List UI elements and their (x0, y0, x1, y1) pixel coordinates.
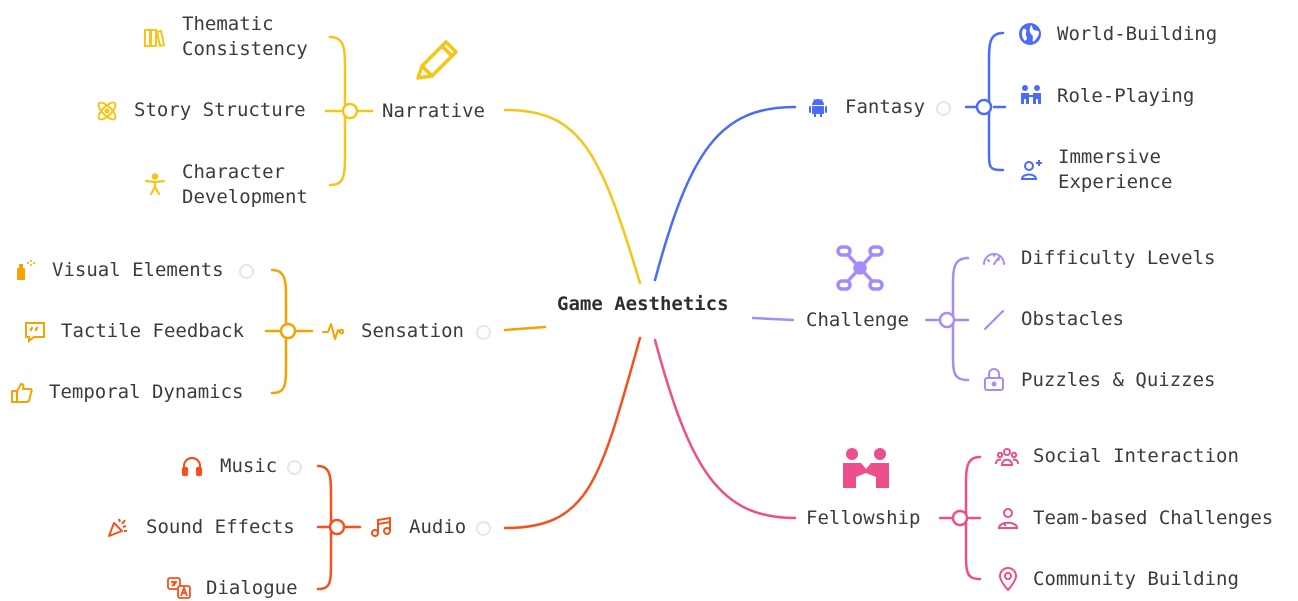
challenge-node[interactable]: Challenge (806, 309, 909, 331)
thumbs-up-icon (10, 381, 34, 405)
audio-branch-line (503, 336, 642, 530)
quote-bubble-icon (23, 320, 47, 344)
sensation-node[interactable]: Sensation (361, 320, 464, 342)
party-popper-icon (107, 516, 129, 538)
obstacles-node[interactable]: Obstacles (1021, 308, 1124, 330)
headphones-icon (181, 455, 203, 477)
thematic-consistency-node[interactable]: Thematic Consistency (182, 13, 308, 60)
nodes-icon (835, 244, 885, 292)
collapse-toggle[interactable] (476, 325, 491, 340)
visual-elements-node[interactable]: Visual Elements (52, 259, 224, 281)
root-topic[interactable]: Game Aesthetics (557, 293, 729, 315)
dialogue-node[interactable]: Dialogue (206, 577, 298, 599)
lock-icon (983, 368, 1005, 392)
handshake-icon (840, 447, 892, 489)
books-icon (143, 27, 165, 49)
collapse-toggle[interactable] (287, 460, 302, 475)
team-based-challenges-node[interactable]: Team-based Challenges (1033, 507, 1274, 529)
people-icon (1019, 84, 1043, 106)
sound-effects-node[interactable]: Sound Effects (146, 516, 295, 538)
translate-icon (167, 577, 191, 599)
collapse-toggle[interactable] (936, 101, 951, 116)
team-icon (996, 506, 1020, 530)
music-note-icon (370, 516, 392, 538)
person-icon (144, 173, 166, 195)
pulse-icon (322, 320, 344, 342)
community-building-node[interactable]: Community Building (1033, 568, 1239, 590)
fellowship-node[interactable]: Fellowship (806, 507, 921, 529)
map-pin-icon (997, 567, 1019, 591)
gauge-icon (982, 247, 1006, 269)
social-interaction-node[interactable]: Social Interaction (1033, 445, 1239, 467)
pencil-icon (412, 38, 460, 82)
globe-icon (1018, 22, 1042, 46)
sensation-branch-line (503, 325, 547, 332)
fantasy-branch-line (653, 105, 797, 282)
character-development-node[interactable]: Character Development (182, 161, 308, 208)
group-icon (995, 445, 1019, 469)
android-icon (807, 96, 829, 118)
difficulty-levels-node[interactable]: Difficulty Levels (1021, 247, 1216, 269)
collapse-toggle[interactable] (476, 521, 491, 536)
narrative-node[interactable]: Narrative (382, 100, 485, 122)
atom-icon (95, 99, 119, 123)
tactile-feedback-node[interactable]: Tactile Feedback (61, 320, 245, 342)
music-node[interactable]: Music (220, 455, 278, 477)
spray-icon (14, 259, 36, 281)
temporal-dynamics-node[interactable]: Temporal Dynamics (49, 381, 244, 403)
collapse-toggle[interactable] (239, 264, 254, 279)
immersive-experience-node[interactable]: Immersive Experience (1058, 146, 1173, 193)
audio-node[interactable]: Audio (409, 516, 467, 538)
fellowship-branch-line (653, 338, 797, 520)
puzzles-quizzes-node[interactable]: Puzzles & Quizzes (1021, 369, 1216, 391)
fantasy-node[interactable]: Fantasy (845, 96, 926, 118)
challenge-branch-line (751, 316, 795, 322)
story-structure-node[interactable]: Story Structure (134, 99, 306, 121)
slash-icon (982, 308, 1006, 332)
narrative-branch-line (503, 108, 642, 285)
add-user-icon (1020, 157, 1044, 181)
role-playing-node[interactable]: Role-Playing (1057, 85, 1195, 107)
world-building-node[interactable]: World-Building (1057, 23, 1218, 45)
